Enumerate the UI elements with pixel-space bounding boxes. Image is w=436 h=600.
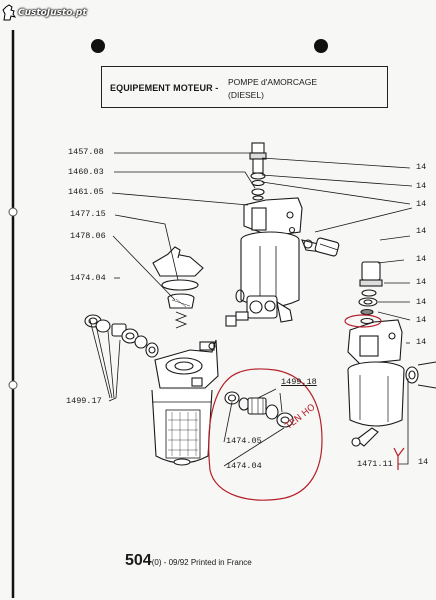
footer-text: (0) - 09/92 Printed in France	[151, 558, 252, 567]
section-subtitle-line2: (DIESEL)	[228, 90, 264, 100]
page-number: 504	[125, 552, 152, 569]
ref-label: 1460.03	[68, 167, 104, 177]
page-footer: 504(0) - 09/92 Printed in France	[125, 552, 252, 570]
binder-hole-icon	[8, 380, 18, 390]
ref-label: 1499.18	[281, 377, 317, 387]
ref-label: 14	[416, 277, 427, 287]
right-pump	[347, 261, 436, 447]
ref-label: 14	[416, 254, 427, 264]
ref-label: 1499.17	[66, 396, 102, 406]
ref-label: 1474.04	[70, 273, 106, 283]
ref-label: 1478.06	[70, 231, 106, 241]
ref-label: 1457.08	[68, 147, 104, 157]
ref-label: 14	[416, 297, 427, 307]
ref-label: 14	[416, 162, 427, 172]
punch-hole-icon	[91, 39, 105, 53]
ref-label: 1474.04	[226, 461, 262, 471]
ref-label: 14	[416, 181, 427, 191]
section-subtitle-line1: POMPE d'AMORCAGE	[228, 77, 318, 87]
watermark: CustoJusto.pt	[2, 2, 87, 24]
binder-hole-icon	[8, 207, 18, 217]
ref-label: 1471.11	[357, 459, 393, 469]
leader-lines	[89, 152, 413, 467]
central-pump	[225, 142, 340, 327]
red-annotations	[208, 314, 405, 501]
ref-label: 1461.05	[68, 187, 104, 197]
ref-label: 14	[416, 315, 427, 325]
left-filter	[84, 246, 219, 466]
punch-hole-icon	[314, 39, 328, 53]
inset-parts	[224, 391, 294, 428]
watermark-text: CustoJusto.pt	[18, 8, 87, 18]
ref-label: 1474.05	[226, 436, 262, 446]
ref-label: 14	[416, 226, 427, 236]
header-box	[101, 66, 388, 108]
ref-label: 1477.15	[70, 209, 106, 219]
ref-label: 14	[416, 199, 427, 209]
ref-label: 14	[416, 337, 427, 347]
ref-label: 14	[418, 457, 429, 467]
section-title: EQUIPEMENT MOTEUR -	[110, 83, 219, 93]
lion-logo-icon	[2, 4, 16, 21]
